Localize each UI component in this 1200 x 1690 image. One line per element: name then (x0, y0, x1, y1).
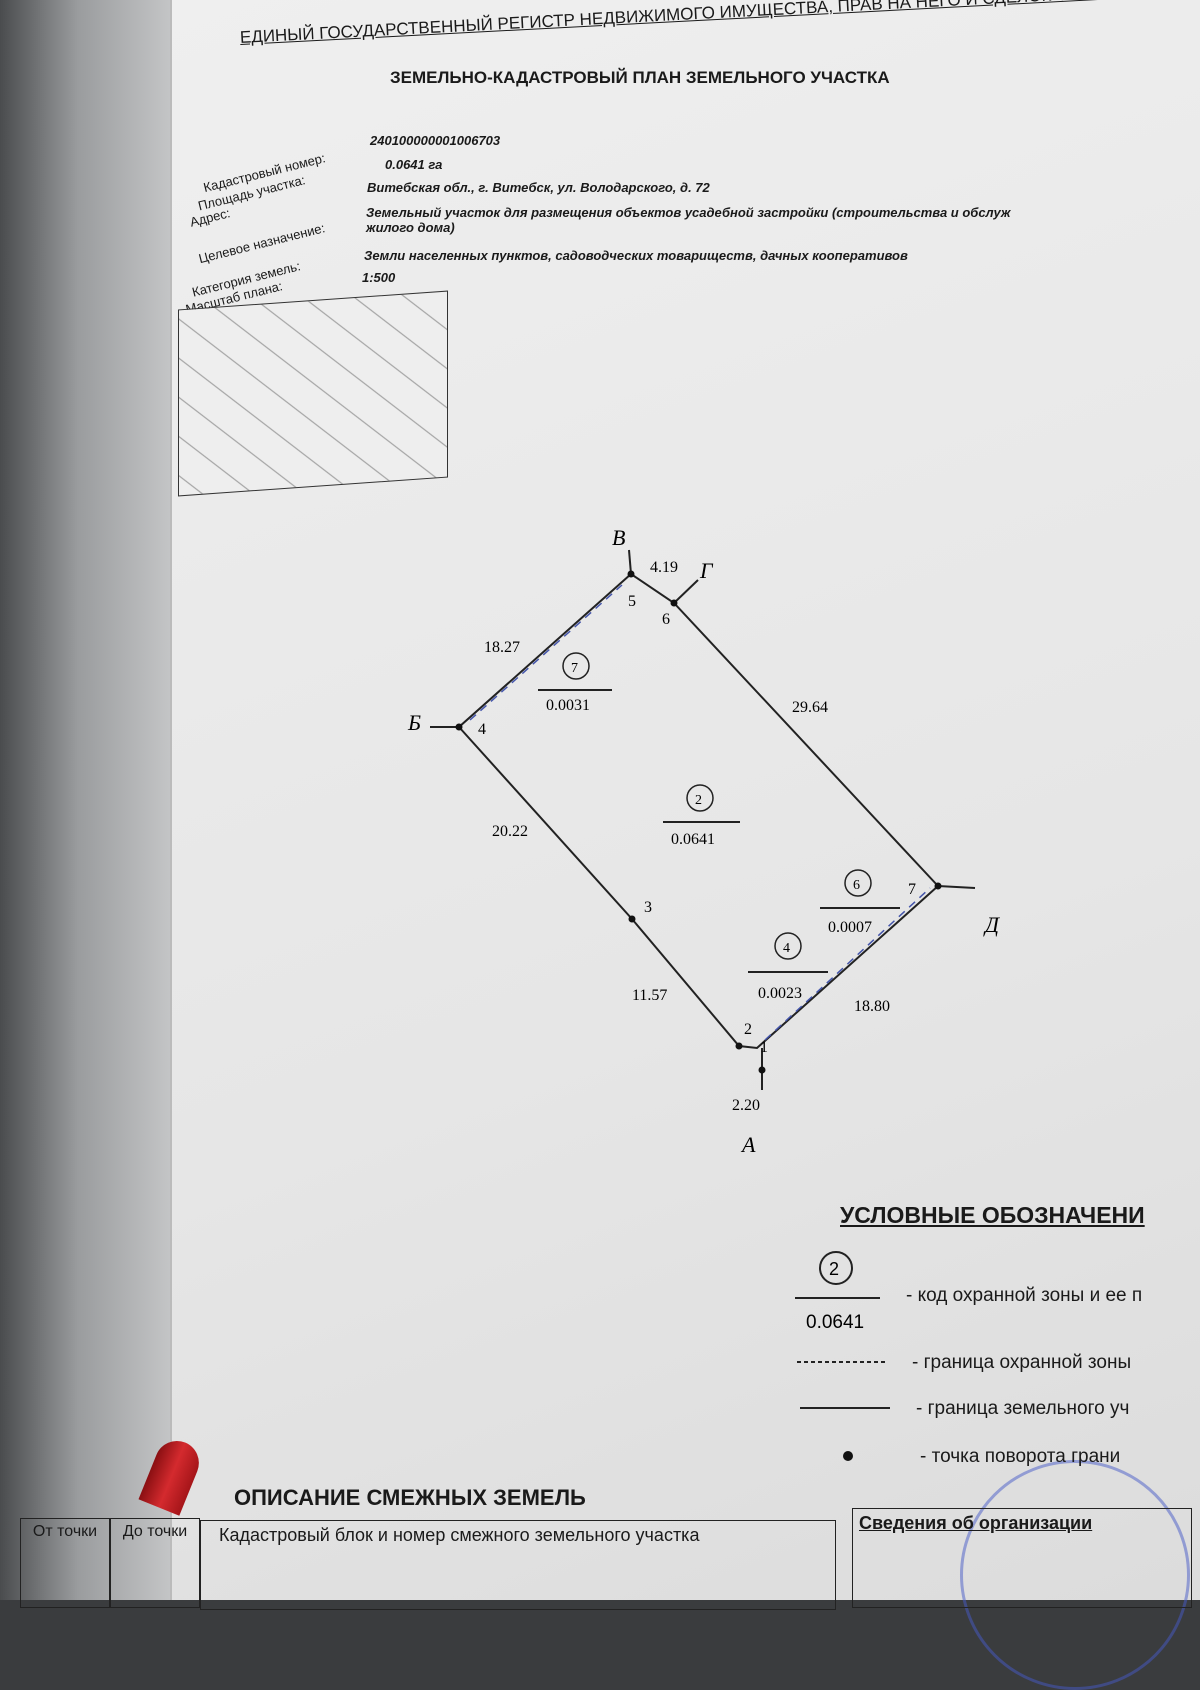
length-label: 18.80 (854, 998, 890, 1015)
zone-code: 6 (853, 878, 860, 893)
point-label: 7 (908, 881, 916, 898)
legend-sample-code: 2 (829, 1259, 839, 1279)
zone-code: 2 (695, 793, 702, 808)
plot-area: 0.0641 га (385, 157, 443, 172)
corner-label: А (740, 1132, 756, 1157)
purpose: Земельный участок для размещения объекто… (366, 205, 1011, 220)
legend-item: - граница охранной зоны (912, 1352, 1132, 1373)
point-label: 4 (478, 721, 486, 738)
corner-label: Г (699, 558, 714, 583)
point-label: 1 (760, 1039, 768, 1056)
corner-label: Д (983, 912, 1000, 937)
col-from-point: От точки (20, 1518, 110, 1608)
zone-area: 0.0031 (546, 697, 590, 714)
legend-item: - точка поворота грани (920, 1446, 1121, 1467)
organization-info: Сведения об организации (852, 1508, 1192, 1608)
zone-area: 0.0023 (758, 985, 802, 1002)
legend-sample-area: 0.0641 (806, 1312, 864, 1333)
document-title: ЗЕМЕЛЬНО-КАДАСТРОВЫЙ ПЛАН ЗЕМЕЛЬНОГО УЧА… (390, 68, 890, 87)
zone-code: 4 (783, 941, 790, 956)
zone-area: 0.0007 (828, 919, 872, 936)
length-label: 18.27 (484, 639, 520, 656)
length-label: 29.64 (792, 699, 828, 716)
point-label: 5 (628, 593, 636, 610)
corner-label: В (612, 525, 625, 550)
document-page (170, 0, 1200, 1600)
plot-diagram: В Г Б Д А 1 2 3 4 5 6 7 4.19 18.27 29.64… (407, 525, 1000, 1461)
point-label: 6 (662, 611, 670, 628)
address: Витебская обл., г. Витебск, ул. Володарс… (367, 180, 710, 195)
length-label: 11.57 (632, 987, 667, 1004)
legend-item: - граница земельного уч (916, 1398, 1130, 1419)
corner-label: Б (407, 710, 421, 735)
zone-code: 7 (571, 661, 578, 676)
col-cadastral: Кадастровый блок и номер смежного земель… (200, 1520, 836, 1610)
col-to-point: До точки (110, 1518, 200, 1608)
legend-item: - код охранной зоны и ее п (906, 1285, 1143, 1306)
point-label: 3 (644, 899, 652, 916)
purpose-cont: жилого дома) (366, 220, 455, 235)
adjacent-lands-title: ОПИСАНИЕ СМЕЖНЫХ ЗЕМЕЛЬ (234, 1485, 586, 1510)
legend-title: УСЛОВНЫЕ ОБОЗНАЧЕНИ (840, 1202, 1145, 1228)
plot-boundary (457, 573, 940, 1050)
scale: 1:500 (362, 270, 396, 285)
point-label: 2 (744, 1021, 752, 1038)
land-category: Земли населенных пунктов, садоводческих … (364, 248, 908, 263)
length-label: 20.22 (492, 823, 528, 840)
length-label: 2.20 (732, 1097, 760, 1114)
zone-area: 0.0641 (671, 831, 715, 848)
length-label: 4.19 (650, 559, 678, 576)
protection-zone-boundary (469, 584, 931, 1041)
cadastral-number: 240100000001006703 (370, 133, 501, 148)
